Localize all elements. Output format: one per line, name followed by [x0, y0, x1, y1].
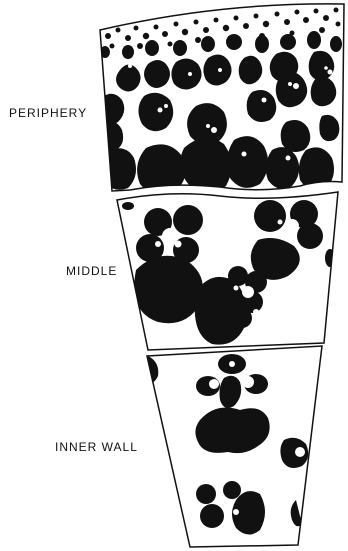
inner-wall-panel	[146, 346, 322, 547]
clover-cluster-left	[136, 205, 203, 263]
periphery-panel	[100, 4, 345, 195]
inner-wall-cells	[146, 354, 308, 535]
medium-cells	[100, 51, 337, 152]
label-periphery: PERIPHERY	[9, 106, 87, 120]
middle-panel	[117, 192, 338, 350]
periphery-cells	[100, 8, 343, 195]
small-cells	[100, 31, 342, 59]
cell-fragment-bottom-right	[291, 500, 302, 526]
large-cell-left	[134, 256, 203, 323]
surface-dots	[105, 8, 341, 50]
clover-cluster-right	[251, 200, 323, 280]
cluster-top	[196, 354, 268, 408]
label-middle: MIDDLE	[66, 264, 117, 278]
middle-cells	[122, 200, 335, 345]
large-irregular-cell	[195, 408, 269, 454]
label-inner-wall: INNER WALL	[55, 440, 138, 454]
cluster-bottom	[196, 481, 265, 535]
